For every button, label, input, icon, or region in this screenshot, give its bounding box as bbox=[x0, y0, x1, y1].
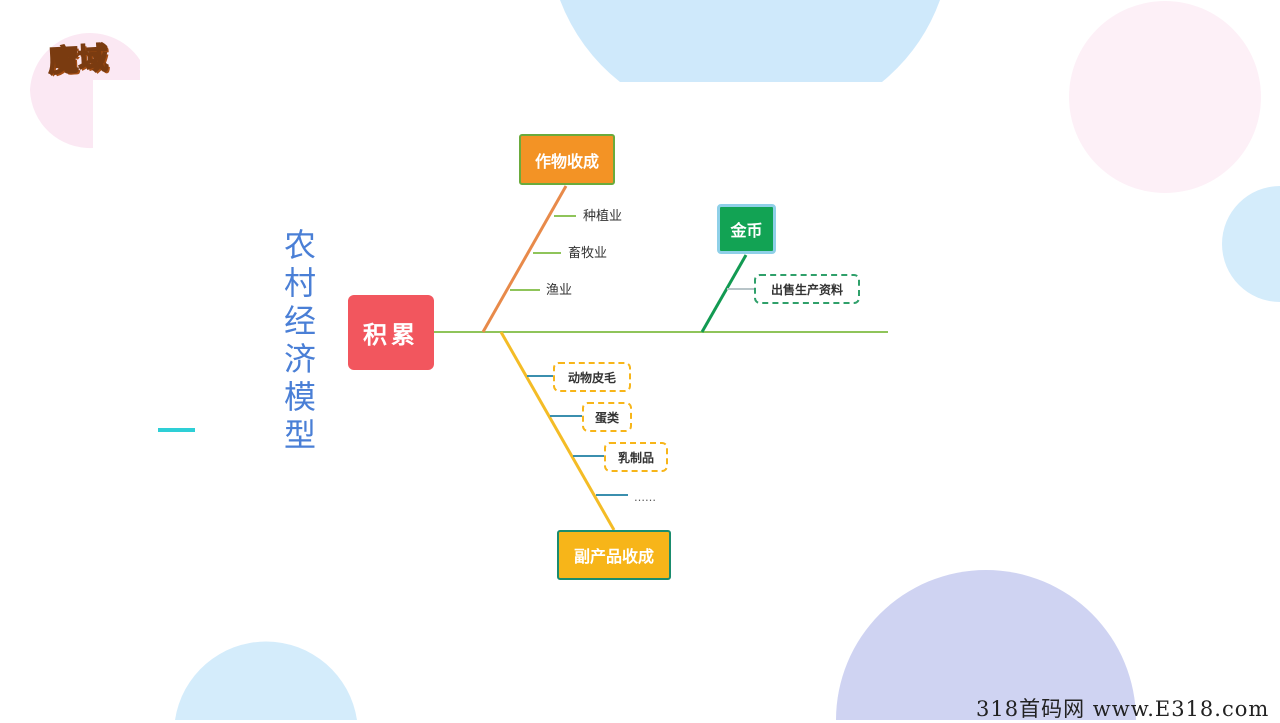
right-branch-label: 金币 bbox=[730, 221, 763, 240]
bottom-leaf-4: …… bbox=[634, 491, 656, 504]
vertical-title: 农村经济模型 bbox=[279, 228, 317, 456]
root-node[interactable]: 积累 bbox=[348, 295, 434, 370]
right-leaf-1-label: 出售生产资料 bbox=[770, 282, 843, 297]
top-leaf-1: 种植业 bbox=[583, 209, 623, 224]
bottom-leaf-3-label: 乳制品 bbox=[617, 450, 654, 465]
bottom-leaf-2[interactable]: 蛋类 bbox=[582, 402, 632, 432]
watermark-text: 318首码网 www.E318.com bbox=[976, 697, 1270, 721]
bottom-branch-line bbox=[499, 331, 616, 531]
top-leaf-3: 渔业 bbox=[546, 283, 573, 298]
top-branch-label: 作物收成 bbox=[534, 151, 599, 171]
bottom-leaf-1-label: 动物皮毛 bbox=[567, 370, 616, 385]
bottom-leaf-1[interactable]: 动物皮毛 bbox=[553, 362, 631, 392]
top-branch-node[interactable]: 作物收成 bbox=[519, 134, 615, 185]
right-leaf-1[interactable]: 出售生产资料 bbox=[754, 274, 860, 304]
bottom-leaf-3[interactable]: 乳制品 bbox=[604, 442, 668, 472]
bottom-branch-node[interactable]: 副产品收成 bbox=[557, 530, 671, 580]
right-branch-line bbox=[700, 254, 748, 333]
bottom-leaf-2-label: 蛋类 bbox=[594, 410, 619, 425]
top-leaf-2: 畜牧业 bbox=[568, 246, 608, 261]
bottom-branch-label: 副产品收成 bbox=[573, 547, 654, 566]
root-node-label: 积累 bbox=[363, 321, 419, 349]
top-branch-line bbox=[481, 185, 568, 333]
right-branch-node[interactable]: 金币 bbox=[717, 204, 776, 254]
